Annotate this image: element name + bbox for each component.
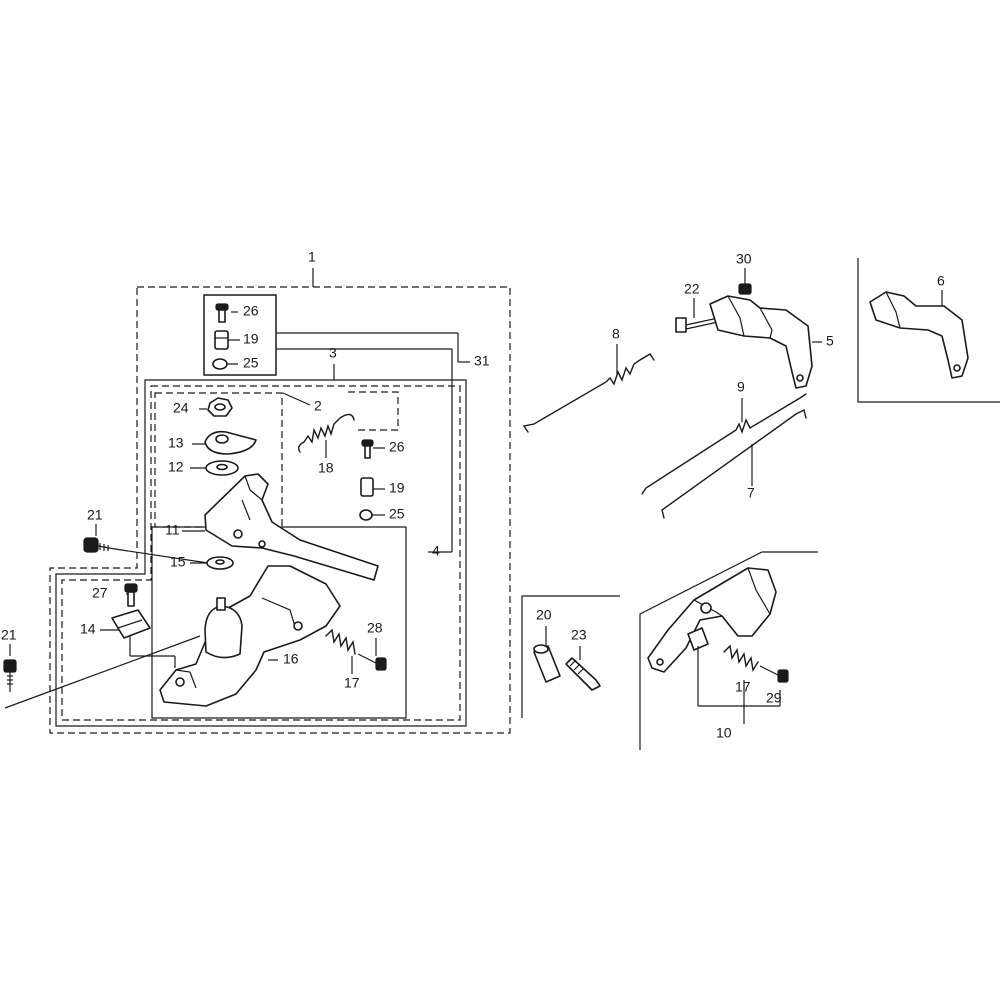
spring-17-main: [325, 628, 356, 655]
callout-1: 1: [308, 249, 316, 265]
callout-26-mid: 26: [389, 439, 405, 455]
callout-4: 4: [432, 543, 440, 559]
spacer-19-mid: [360, 477, 374, 497]
washer-15: [206, 556, 234, 570]
clip-25-mid: [359, 509, 373, 521]
frame-assembly-2: [154, 392, 283, 528]
bracket-5: [709, 295, 813, 389]
callout-9: 9: [737, 379, 745, 395]
base-plate-16: [159, 565, 341, 707]
bolt-27: [124, 583, 138, 607]
callout-21-lower: 21: [1, 627, 17, 643]
callout-12: 12: [168, 459, 184, 475]
nut-24: [207, 397, 233, 417]
callout-11: 11: [165, 522, 180, 538]
spacer-19-top: [214, 330, 229, 350]
frame-fastener-group: [203, 294, 277, 376]
callout-19-top: 19: [243, 331, 259, 347]
spring-17-right: [723, 644, 759, 672]
frame-assembly-3: [61, 385, 461, 721]
callout-25-top: 25: [243, 355, 259, 371]
leader-lines-main: [9, 268, 470, 674]
callout-20: 20: [536, 607, 552, 623]
callout-2: 2: [314, 398, 322, 414]
screw-23: [565, 657, 601, 691]
callout-29: 29: [766, 690, 782, 706]
washer-12: [205, 460, 239, 476]
callout-26-top: 26: [243, 303, 259, 319]
callout-13: 13: [168, 435, 184, 451]
lever-assembly-10: [647, 567, 777, 673]
screw-29: [759, 665, 789, 683]
leader-2: [282, 392, 311, 406]
bolt-21-upper: [83, 537, 116, 553]
callout-10: 10: [716, 725, 732, 741]
screw-28: [357, 653, 387, 671]
nut-30: [738, 283, 752, 295]
screw-26-top: [215, 303, 229, 323]
frame-corner-10: [639, 551, 818, 750]
spring-18: [297, 413, 355, 453]
callout-24: 24: [173, 400, 189, 416]
bolt-22: [675, 317, 719, 333]
callout-30: 30: [736, 251, 752, 267]
callout-8: 8: [612, 326, 620, 342]
callout-labels: 1 26 19 25 3 31 24 2 13 26 18 12 19 21 2…: [1, 249, 945, 741]
callout-27: 27: [92, 585, 108, 601]
frame-assembly-1: [49, 286, 511, 734]
collar-20: [533, 644, 561, 683]
callout-16: 16: [283, 651, 299, 667]
clamp-14: [111, 609, 151, 639]
callout-5: 5: [826, 333, 834, 349]
callout-3: 3: [329, 345, 337, 361]
callout-22: 22: [684, 281, 700, 297]
frame-corner-20: [521, 595, 620, 718]
bracket-6: [869, 291, 969, 379]
callout-23: 23: [571, 627, 587, 643]
leader-21-lower: [4, 635, 201, 709]
callout-18: 18: [318, 460, 334, 476]
rod-spring-9: [641, 393, 807, 495]
bolt-21-lower: [3, 659, 17, 692]
screw-26-mid: [361, 439, 374, 459]
frame-assembly-31: [55, 379, 467, 727]
callout-21-upper: 21: [87, 507, 103, 523]
callout-17-right: 17: [735, 679, 751, 695]
rod-7: [661, 408, 807, 519]
plate-13: [204, 430, 257, 455]
control-lever-11: [204, 473, 379, 581]
assembly-frames: [4, 286, 511, 734]
frame-corner-6: [857, 258, 1000, 403]
leader-lines-10: [697, 646, 781, 724]
clip-25-top: [212, 358, 228, 370]
rod-spring-8: [522, 353, 655, 433]
callout-17-main: 17: [344, 675, 360, 691]
callout-6: 6: [937, 273, 945, 289]
callout-14: 14: [80, 621, 96, 637]
leader-frame-2: [348, 391, 399, 431]
callout-25-mid: 25: [389, 506, 405, 522]
callout-19-mid: 19: [389, 480, 405, 496]
callout-28: 28: [367, 620, 383, 636]
callout-7: 7: [747, 485, 755, 501]
callout-15: 15: [170, 554, 186, 570]
callout-31: 31: [474, 353, 490, 369]
